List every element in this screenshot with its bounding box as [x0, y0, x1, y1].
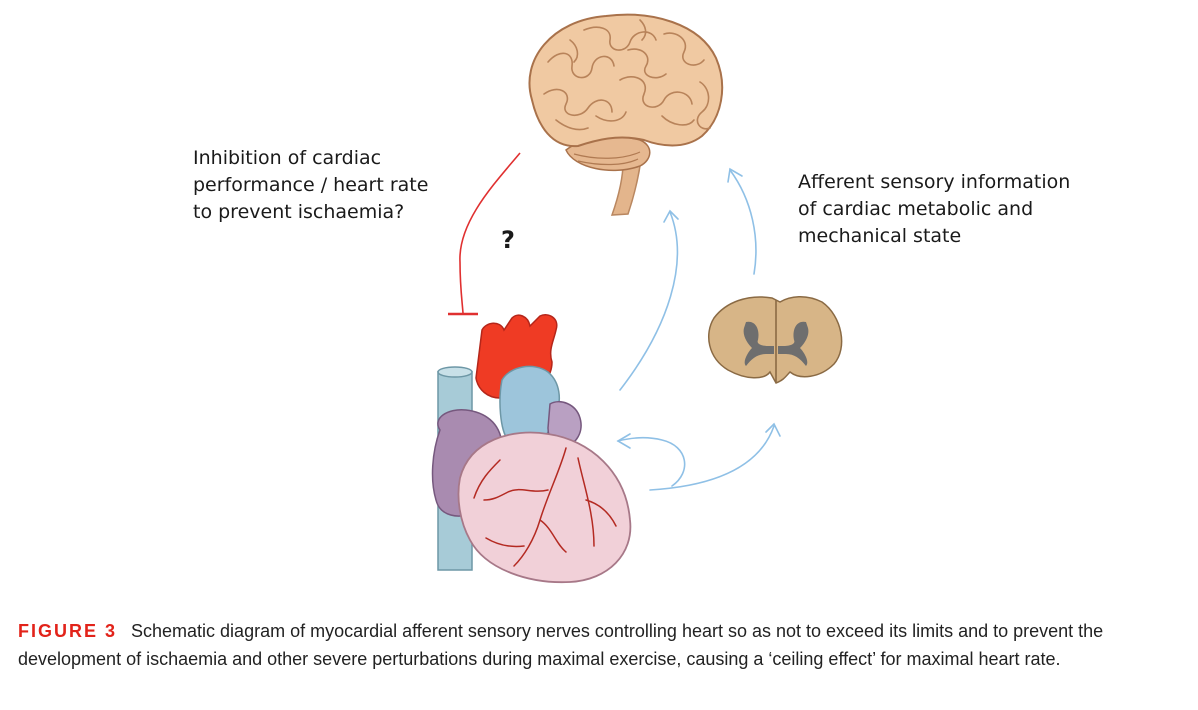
heart-icon — [431, 314, 632, 584]
figure-number: FIGURE 3 — [18, 621, 118, 641]
brain-icon — [528, 13, 724, 216]
inhibition-label-line: Inhibition of cardiac — [193, 147, 382, 169]
afferent-label-line: of cardiac metabolic and — [798, 198, 1034, 220]
caption-text-2: development of ischaemia and other sever… — [18, 649, 1061, 669]
figure-caption: FIGURE 3 Schematic diagram of myocardial … — [18, 617, 1183, 673]
caption-text-1: Schematic diagram of myocardial afferent… — [131, 621, 1104, 641]
afferent-arrows — [616, 167, 781, 491]
inhibition-label-line: performance / heart rate — [193, 174, 429, 196]
inhibition-label: Inhibition of cardiac performance / hear… — [193, 145, 428, 226]
afferent-label-line: mechanical state — [798, 225, 962, 247]
afferent-label: Afferent sensory information of cardiac … — [798, 169, 1070, 250]
schematic-diagram — [431, 13, 843, 584]
inhibition-label-line: to prevent ischaemia? — [193, 201, 405, 223]
afferent-label-line: Afferent sensory information — [798, 171, 1071, 193]
inhibition-arrow — [448, 152, 521, 316]
spinal-cord-section-icon — [707, 296, 843, 384]
question-mark-label: ? — [501, 226, 515, 254]
caption-line-1: FIGURE 3 Schematic diagram of myocardial … — [18, 617, 1183, 645]
